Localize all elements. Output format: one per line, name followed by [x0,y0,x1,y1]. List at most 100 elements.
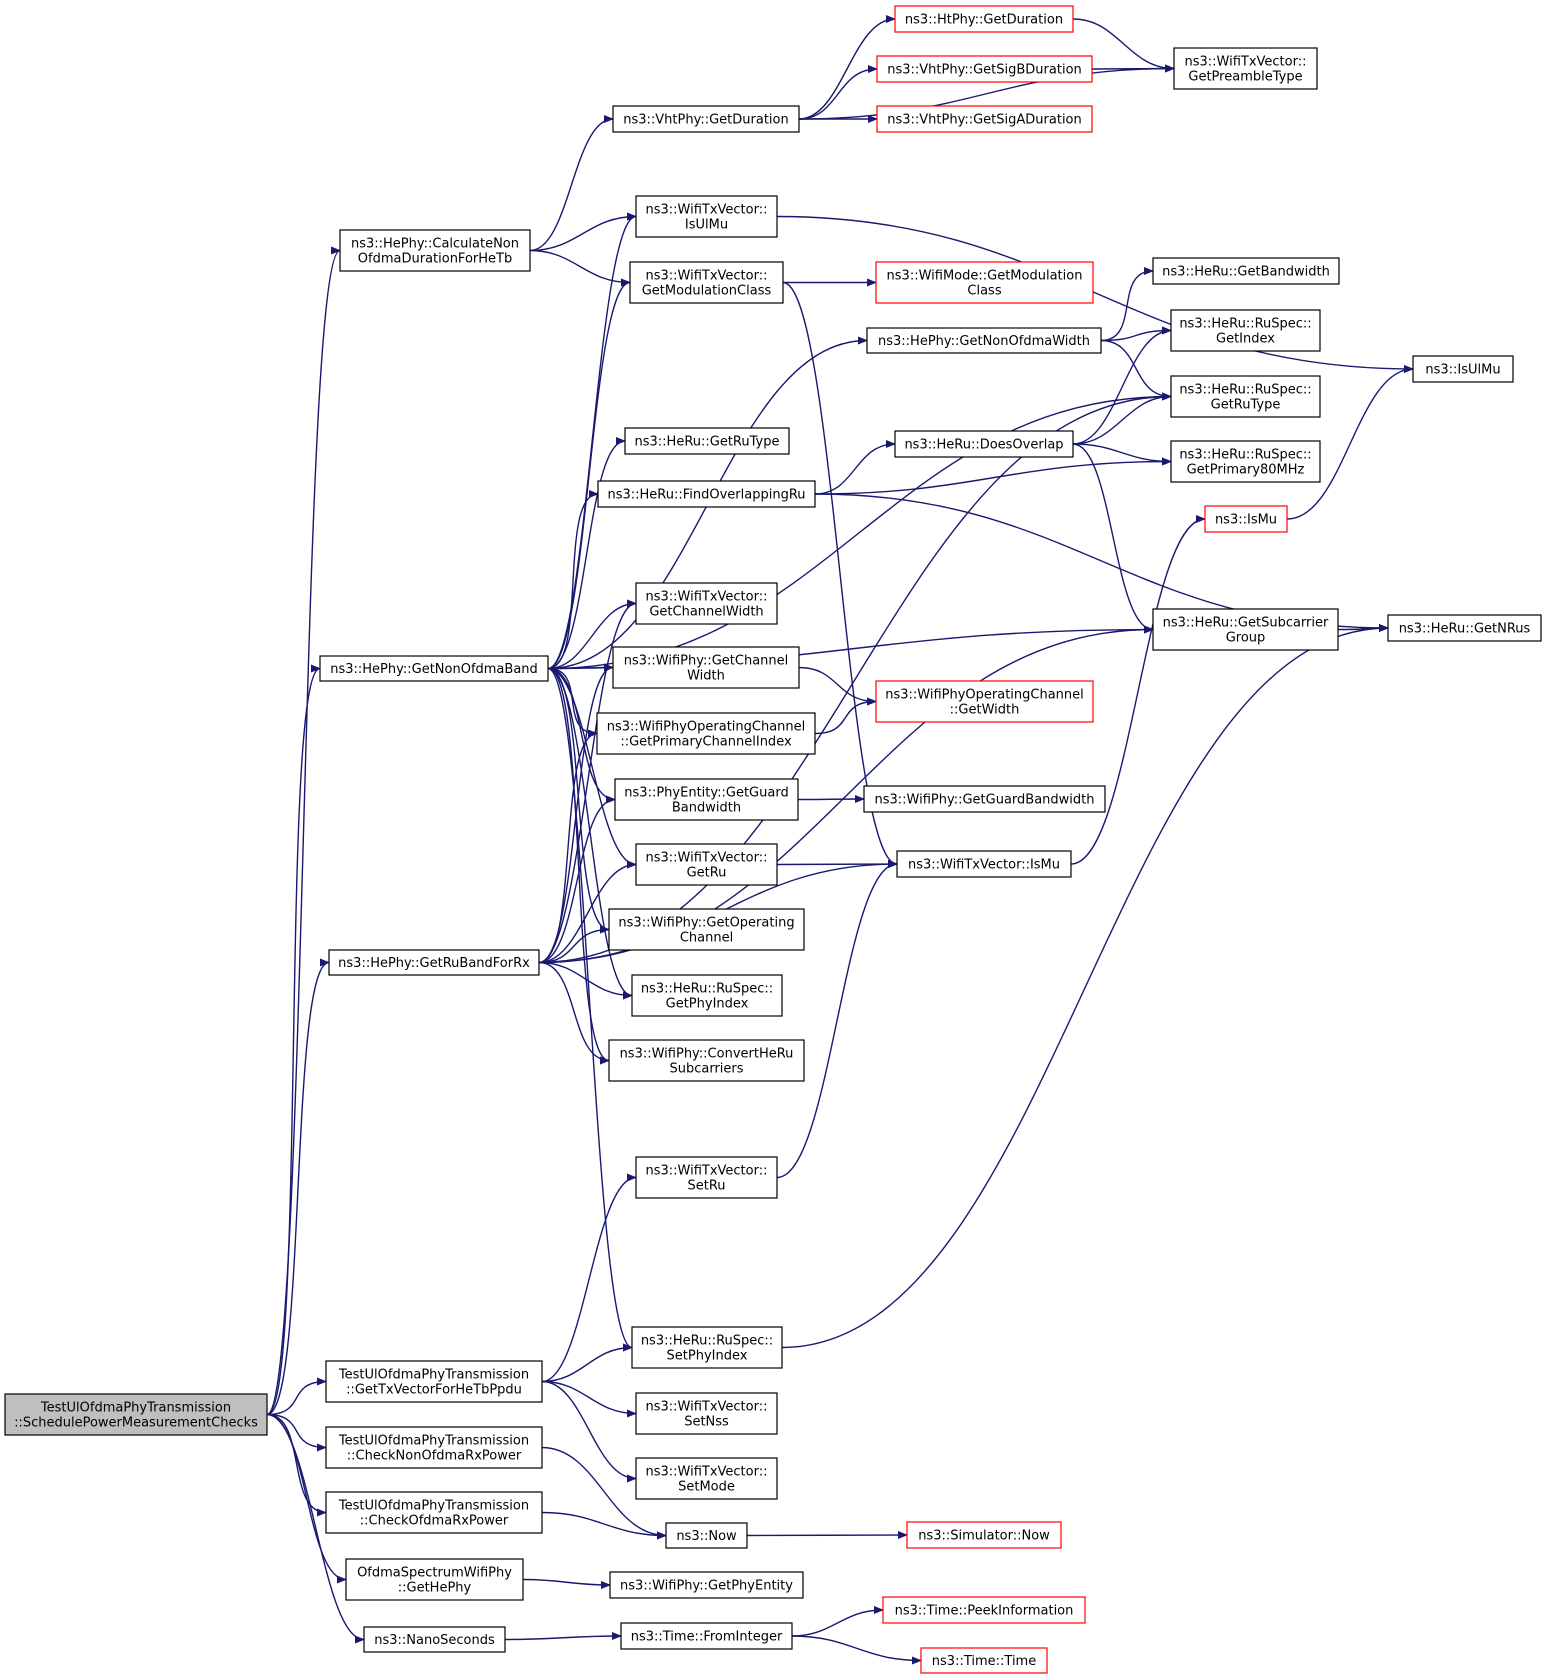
node-txvGetModClass[interactable]: ns3::WifiTxVector::GetModulationClass [629,261,784,304]
node-label: ns3::WifiTxVector::IsMu [908,858,1060,873]
node-heRuGetRuType[interactable]: ns3::HeRu::GetRuType [624,427,790,455]
node-ruSpecSetPhyIndex[interactable]: ns3::HeRu::RuSpec::SetPhyIndex [631,1326,783,1369]
node-nanoSeconds[interactable]: ns3::NanoSeconds [363,1626,506,1653]
node-getPrimaryChannelIndex[interactable]: ns3::WifiPhyOperatingChannel::GetPrimary… [596,712,816,755]
node-txvSetRu[interactable]: ns3::WifiTxVector::SetRu [635,1156,778,1199]
call-edge-root-to-getRuBandForRx [266,958,330,1416]
node-label: GetPrimary80MHz [1187,463,1305,478]
node-box [629,261,784,304]
node-ruSpecGetRuType[interactable]: ns3::HeRu::RuSpec::GetRuType [1170,375,1321,418]
node-checkNonOfdmaRxPower[interactable]: TestUlOfdmaPhyTransmission::CheckNonOfdm… [325,1426,543,1469]
node-box [1387,614,1542,642]
edge-arrow [547,278,631,670]
node-peekInformation[interactable]: ns3::Time::PeekInformation [882,1596,1086,1624]
node-root[interactable]: TestUlOfdmaPhyTransmission::SchedulePowe… [4,1393,268,1436]
node-doesOverlap[interactable]: ns3::HeRu::DoesOverlap [894,430,1074,458]
node-box [920,1647,1048,1674]
node-label: ns3::VhtPhy::GetSigADuration [887,113,1082,128]
node-txvIsUlMu[interactable]: ns3::WifiTxVector::IsUlMu [635,195,778,238]
node-isMu[interactable]: ns3::IsMu [1204,505,1288,533]
node-getRuBandForRx[interactable]: ns3::HePhy::GetRuBandForRx [328,949,540,976]
edge-arrow [1072,392,1172,445]
node-box [906,1521,1062,1549]
node-box [635,582,778,625]
node-simNow[interactable]: ns3::Simulator::Now [906,1521,1062,1549]
node-vhtGetDuration[interactable]: ns3::VhtPhy::GetDuration [612,105,800,133]
edge-arrow [791,1635,922,1665]
node-label: ns3::WifiTxVector:: [645,1400,767,1415]
node-ruSpecGetPhyIndex[interactable]: ns3::HeRu::RuSpec::GetPhyIndex [631,974,783,1017]
node-findOverlappingRu[interactable]: ns3::HeRu::FindOverlappingRu [597,480,816,508]
call-edge-getNonOfdmaBand-to-txvGetRu [547,667,637,869]
node-label: ns3::HePhy::GetNonOfdmaWidth [878,334,1090,349]
node-label: IsUlMu [685,218,728,233]
call-edge-findOverlappingRu-to-doesOverlap [814,440,896,495]
node-fromInteger[interactable]: ns3::Time::FromInteger [620,1622,793,1650]
node-opChGetWidth[interactable]: ns3::WifiPhyOperatingChannel::GetWidth [875,680,1094,723]
node-label: ns3::HeRu::GetNRus [1399,622,1531,637]
call-edge-ruSpecSetPhyIndex-to-heRuGetNRus [781,624,1389,1349]
node-getHePhy[interactable]: OfdmaSpectrumWifiPhy::GetHePhy [345,1558,524,1601]
node-phyGetChannelWidth[interactable]: ns3::WifiPhy::GetChannelWidth [612,646,800,689]
node-modeGetModClass[interactable]: ns3::WifiMode::GetModulationClass [875,261,1094,304]
node-label: ns3::PhyEntity::GetGuard [624,786,788,801]
node-label: ns3::HtPhy::GetDuration [905,13,1063,28]
node-htGetDuration[interactable]: ns3::HtPhy::GetDuration [894,5,1074,33]
edge-arrow [541,1173,637,1383]
node-box [597,480,816,508]
edge-arrow [541,1511,667,1540]
edge-arrow [776,860,898,1179]
call-edge-checkNonOfdmaRxPower-to-now [541,1446,667,1540]
node-txvIsMu[interactable]: ns3::WifiTxVector::IsMu [896,850,1072,878]
node-now[interactable]: ns3::Now [665,1522,748,1549]
node-box [631,974,783,1017]
node-box [1412,355,1514,383]
node-label: GetIndex [1216,332,1275,347]
call-edge-findOverlappingRu-to-ruSpecGetPrimary80MHz [814,457,1172,495]
node-checkOfdmaRxPower[interactable]: TestUlOfdmaPhyTransmission::CheckOfdmaRx… [325,1491,543,1534]
node-txvGetPreambleType[interactable]: ns3::WifiTxVector::GetPreambleType [1173,47,1318,90]
node-getNonOfdmaBand[interactable]: ns3::HePhy::GetNonOfdmaBand [319,655,549,682]
node-calcNonOfdma[interactable]: ns3::HePhy::CalculateNonOfdmaDurationFor… [339,229,531,272]
edge-arrow [814,697,877,735]
call-edge-root-to-nanoSeconds [266,1413,365,1644]
node-label: ns3::HePhy::GetRuBandForRx [338,956,530,971]
node-ruSpecGetPrimary80MHz[interactable]: ns3::HeRu::RuSpec::GetPrimary80MHz [1170,440,1321,483]
node-label: ns3::HeRu::RuSpec:: [641,982,773,997]
node-label: SetPhyIndex [667,1349,748,1364]
node-label: ns3::HeRu::RuSpec:: [1179,317,1311,332]
node-phyGetGuardBandwidth[interactable]: ns3::WifiPhy::GetGuardBandwidth [863,785,1106,813]
node-isUlMu[interactable]: ns3::IsUlMu [1412,355,1514,383]
edge-arrow [504,1632,622,1641]
node-vhtGetSigBDuration[interactable]: ns3::VhtPhy::GetSigBDuration [876,55,1093,83]
node-getGuardBandwidth[interactable]: ns3::PhyEntity::GetGuardBandwidth [614,778,799,821]
node-vhtGetSigADuration[interactable]: ns3::VhtPhy::GetSigADuration [876,105,1093,133]
node-label: TestUlOfdmaPhyTransmission [40,1401,231,1416]
call-edge-root-to-getNonOfdmaBand [266,664,321,1416]
node-box [631,1326,783,1369]
node-timeTime[interactable]: ns3::Time::Time [920,1647,1048,1674]
edge-arrow [798,64,1175,120]
node-txvSetMode[interactable]: ns3::WifiTxVector::SetMode [635,1457,778,1500]
node-heRuGetNRus[interactable]: ns3::HeRu::GetNRus [1387,614,1542,642]
node-heRuGetBandwidth[interactable]: ns3::HeRu::GetBandwidth [1152,257,1340,285]
node-txvSetNss[interactable]: ns3::WifiTxVector::SetNss [635,1392,778,1435]
node-label: ns3::Time::Time [932,1654,1036,1669]
node-box [876,55,1093,83]
node-getPhyEntity[interactable]: ns3::WifiPhy::GetPhyEntity [609,1571,804,1599]
node-box [620,1622,793,1650]
call-edge-doesOverlap-to-ruSpecGetRuType [1072,392,1172,445]
edge-arrow [1100,339,1172,401]
node-txvGetChannelWidth[interactable]: ns3::WifiTxVector::GetChannelWidth [635,582,778,625]
node-getTxVectorForHeTbPpdu[interactable]: TestUlOfdmaPhyTransmission::GetTxVectorF… [325,1360,543,1403]
node-box [612,105,800,133]
node-getNonOfdmaWidth[interactable]: ns3::HePhy::GetNonOfdmaWidth [866,327,1102,354]
node-ruSpecGetIndex[interactable]: ns3::HeRu::RuSpec::GetIndex [1170,309,1321,352]
edge-arrow [746,1531,908,1540]
node-label: Class [967,284,1001,299]
node-txvGetRu[interactable]: ns3::WifiTxVector::GetRu [635,843,778,886]
